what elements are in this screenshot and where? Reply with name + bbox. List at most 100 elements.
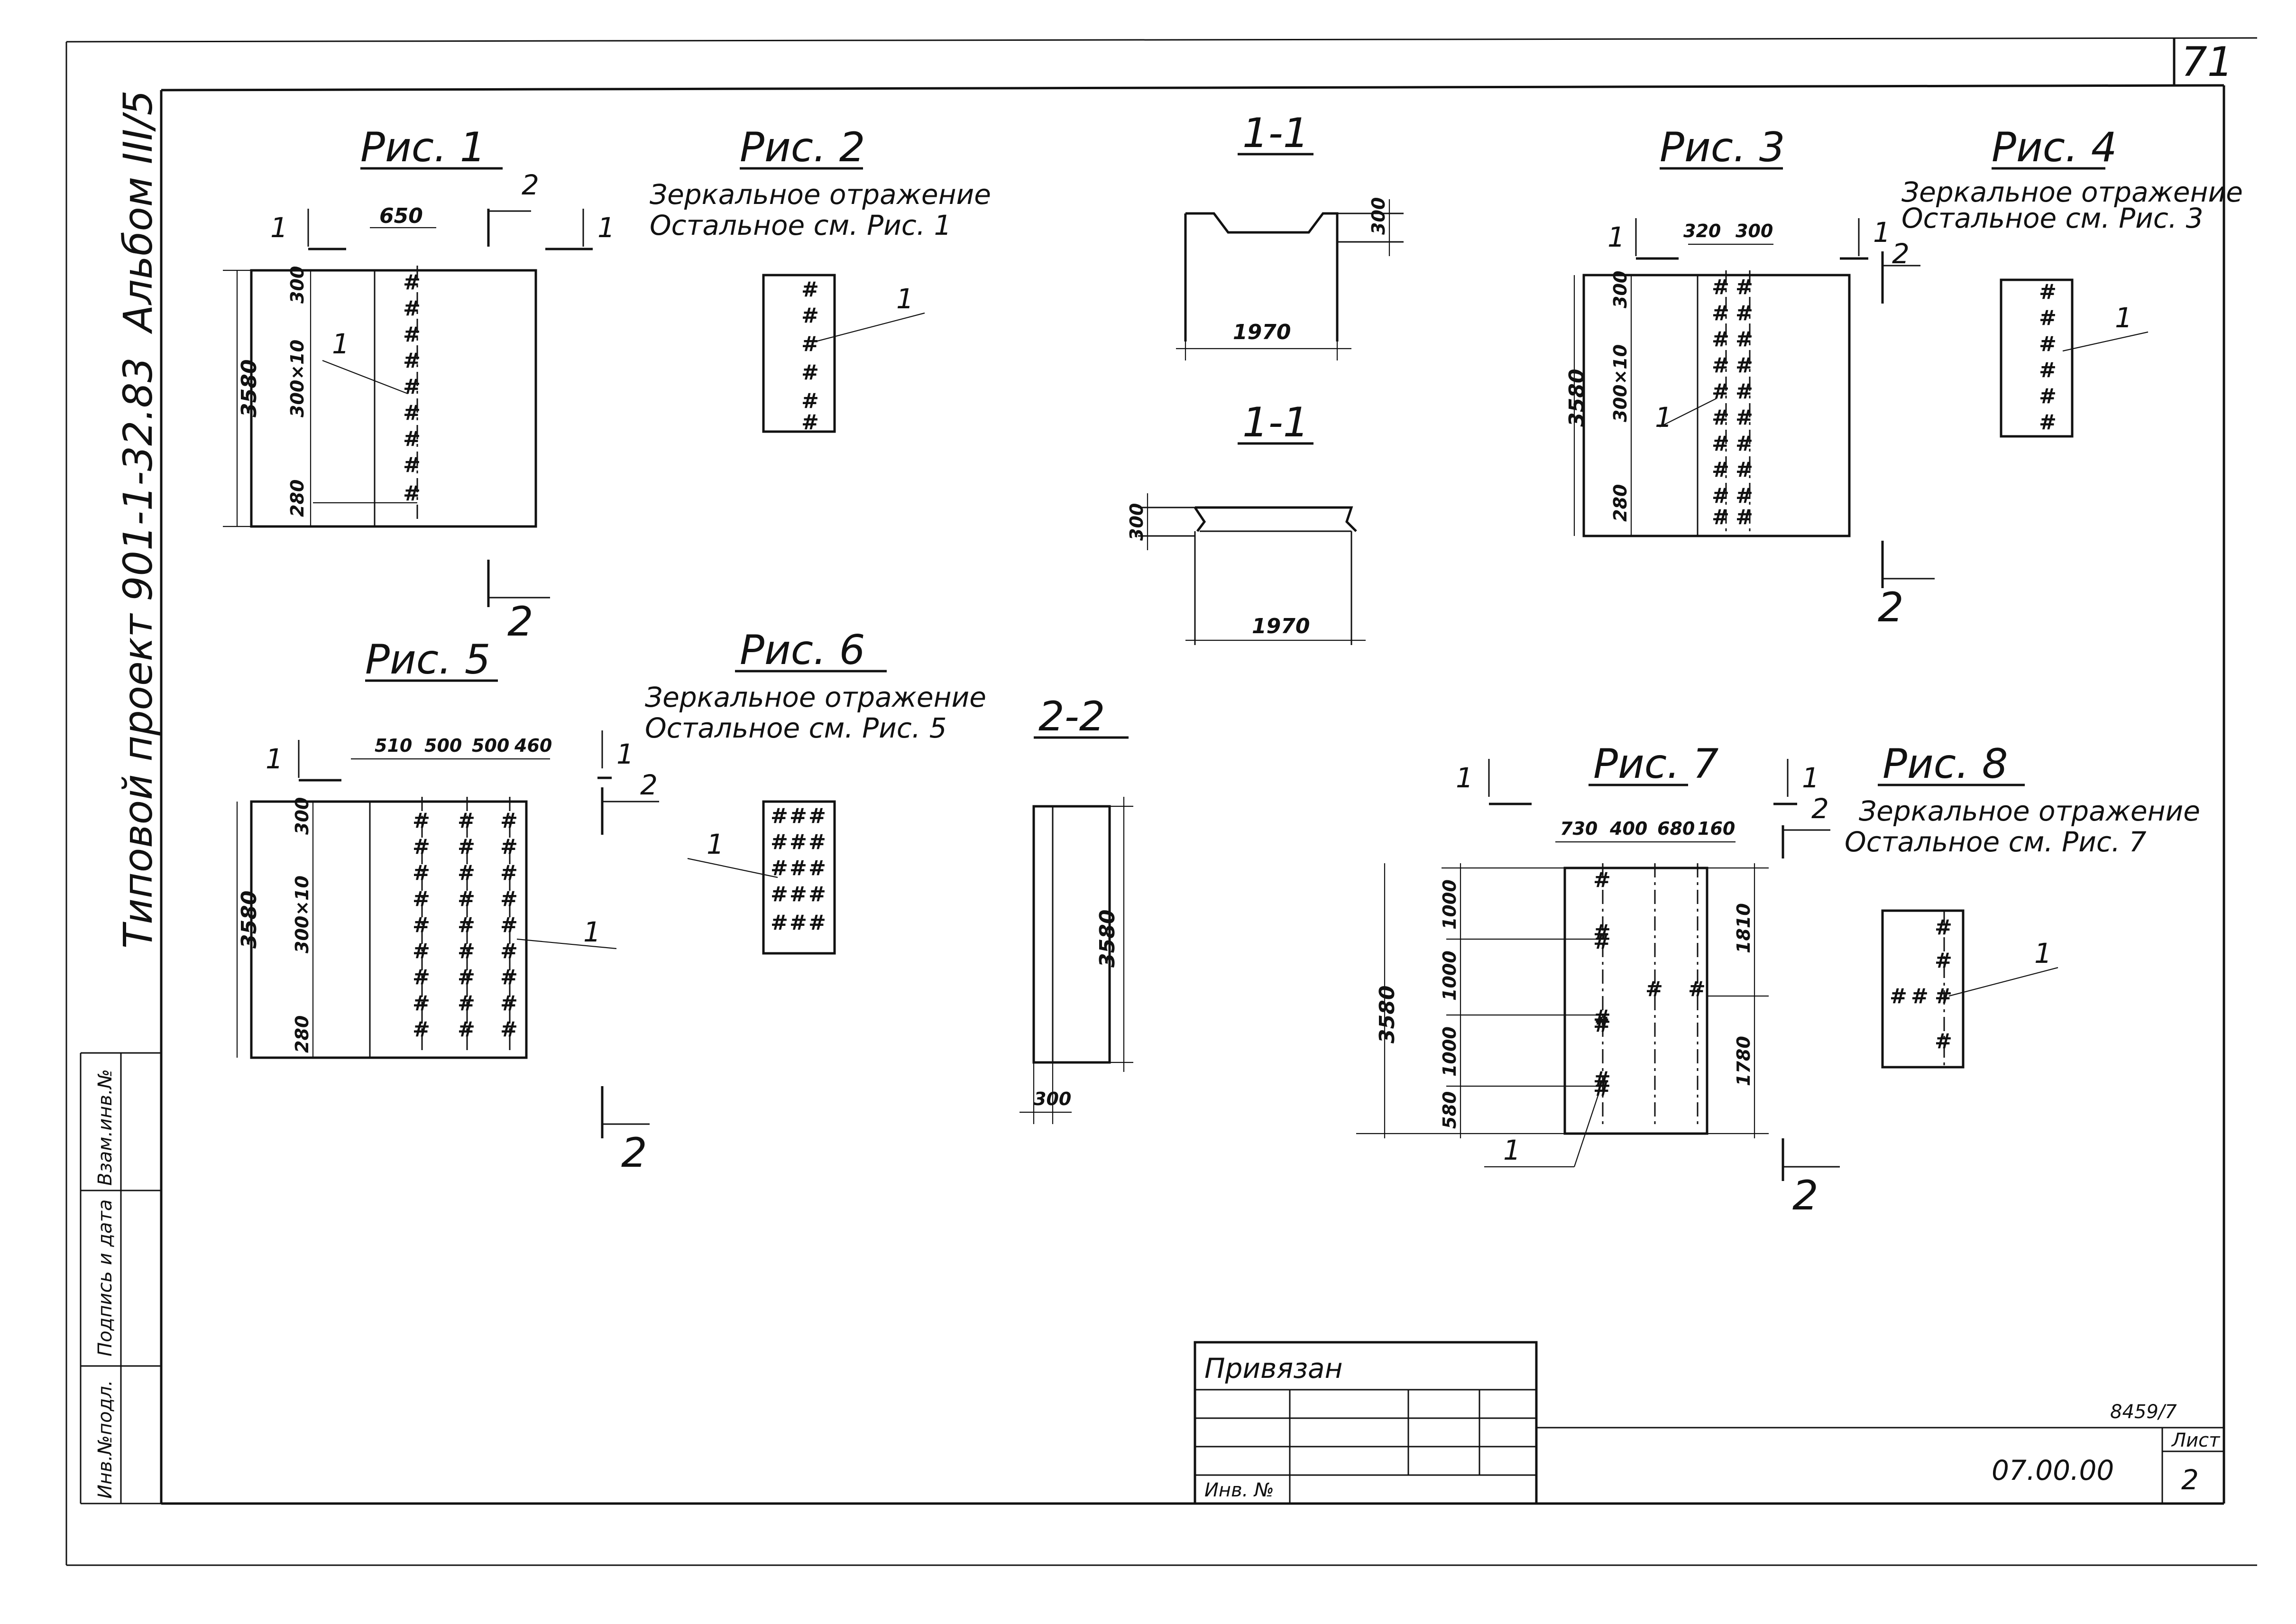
svg-text:#: # xyxy=(1712,505,1729,529)
fig5-dim-c: 280 xyxy=(292,1015,312,1053)
title-block: Привязан Инв. № 8459/7 07.00.00 Лист 2 xyxy=(1194,1341,2224,1505)
svg-text:#: # xyxy=(500,913,518,937)
svg-text:#: # xyxy=(1736,484,1753,508)
svg-text:#: # xyxy=(1935,915,1952,940)
fig3-dim-c: 280 xyxy=(1610,484,1631,522)
svg-text:#: # xyxy=(1736,458,1753,482)
svg-text:#: # xyxy=(790,830,807,854)
fig7-dim-l2: 1000 xyxy=(1439,950,1460,1001)
svg-text:1: 1 xyxy=(1607,221,1625,253)
svg-text:#: # xyxy=(458,809,475,833)
fig3-dim-top2: 300 xyxy=(1736,221,1773,241)
svg-text:#: # xyxy=(2039,410,2057,434)
svg-text:#: # xyxy=(458,861,475,885)
svg-text:2: 2 xyxy=(1892,238,1910,270)
svg-text:#: # xyxy=(500,835,518,859)
fig5-dim-top4: 460 xyxy=(514,735,552,756)
svg-text:#: # xyxy=(458,991,475,1015)
fig5-dim-height: 3580 xyxy=(237,891,261,949)
fig1-dim-b: 300×10 xyxy=(287,340,308,417)
svg-text:#: # xyxy=(458,913,475,937)
svg-text:1: 1 xyxy=(597,212,615,244)
fig6-title: Рис. 6 xyxy=(740,627,865,674)
svg-text:#: # xyxy=(808,830,826,854)
fig7-dim-top3: 680 xyxy=(1657,818,1695,839)
section-2-2: 2-2 3580 300 xyxy=(1019,693,1133,1124)
fig4-title: Рис. 4 xyxy=(1992,124,2117,171)
fig8-title: Рис. 8 xyxy=(1883,740,2008,788)
fig2-note2: Остальное см. Рис. 1 xyxy=(650,209,952,241)
svg-text:1: 1 xyxy=(266,743,283,775)
svg-text:#: # xyxy=(801,410,819,434)
svg-text:1: 1 xyxy=(1456,762,1473,794)
fig6-note1: Зеркальное отражение xyxy=(645,681,986,713)
svg-text:#: # xyxy=(771,804,788,828)
svg-text:#: # xyxy=(458,965,475,989)
stamp-code: 8459/7 xyxy=(2110,1401,2177,1423)
fig1-dim-top: 650 xyxy=(379,204,423,228)
figure-6: Рис. 6 Зеркальное отражение Остальное см… xyxy=(645,627,986,955)
svg-text:#: # xyxy=(403,453,421,477)
svg-text:#: # xyxy=(500,887,518,911)
svg-text:#: # xyxy=(808,882,826,906)
svg-text:#: # xyxy=(801,360,819,385)
svg-text:#: # xyxy=(1593,1006,1611,1030)
figure-3: Рис. 3 ## ## ## ## ## ## ## ## ## ## 358… xyxy=(1565,124,1935,631)
svg-text:1: 1 xyxy=(2034,937,2052,969)
svg-text:1: 1 xyxy=(707,828,724,860)
svg-text:#: # xyxy=(790,911,807,935)
figure-2: Рис. 2 Зеркальное отражение Остальное см… xyxy=(650,124,991,434)
fig5-hash-grid: ### ### ### ### ### ### ### ### ### xyxy=(413,809,518,1042)
stamp-doc-number: 07.00.00 xyxy=(1992,1454,2114,1486)
svg-text:#: # xyxy=(1712,484,1729,508)
svg-text:#: # xyxy=(413,835,430,859)
figure-1: Рис. 1 ## ## ## ## # 3580 300 300×10 280… xyxy=(223,124,615,646)
side-title: Типовой проект 901-1-32.83 Альбом ІІІ/5 xyxy=(115,90,161,949)
fig5-dim-b: 300×10 xyxy=(292,876,312,953)
s11b-height: 300 xyxy=(1126,503,1147,541)
svg-text:#: # xyxy=(2039,358,2057,382)
stamp-privyazan: Привязан xyxy=(1204,1352,1343,1384)
svg-text:#: # xyxy=(801,304,819,328)
svg-text:#: # xyxy=(1712,353,1729,378)
fig1-leader: 1 xyxy=(332,328,349,360)
svg-text:#: # xyxy=(1712,458,1729,482)
fig3-dim-top1: 320 xyxy=(1683,221,1721,241)
side-table: Инв.№подл. Подпись и дата Взам.инв.№ xyxy=(80,1052,161,1504)
svg-text:#: # xyxy=(500,939,518,963)
svg-text:2: 2 xyxy=(1792,1172,1818,1219)
fig3-dim-height: 3580 xyxy=(1565,369,1589,427)
fig7-dim-r2: 1780 xyxy=(1733,1036,1754,1086)
fig7-dim-top1: 730 xyxy=(1560,818,1598,839)
fig6-note2: Остальное см. Рис. 5 xyxy=(645,712,947,744)
svg-text:#: # xyxy=(403,323,421,347)
svg-text:#: # xyxy=(1593,920,1611,944)
figure-5: Рис. 5 ### ### ### ### ### ### ### ### #… xyxy=(236,636,659,1177)
svg-text:#: # xyxy=(500,861,518,885)
fig7-dim-r1: 1810 xyxy=(1733,903,1754,953)
svg-text:#: # xyxy=(1593,1077,1611,1101)
svg-text:#: # xyxy=(771,911,788,935)
svg-text:#: # xyxy=(403,375,421,399)
svg-text:#: # xyxy=(403,427,421,451)
svg-text:#: # xyxy=(413,861,430,885)
svg-text:#: # xyxy=(458,1017,475,1042)
svg-text:#: # xyxy=(1712,406,1729,430)
section-1-1a: 1-1 300 1970 xyxy=(1176,110,1404,360)
svg-text:2: 2 xyxy=(507,598,533,646)
svg-text:1: 1 xyxy=(270,212,288,244)
s22-title: 2-2 xyxy=(1038,693,1105,740)
s11a-title: 1-1 xyxy=(1242,110,1309,157)
fig7-dim-l4: 580 xyxy=(1439,1091,1460,1129)
stamp-sheet-number: 2 xyxy=(2181,1464,2199,1496)
svg-text:#: # xyxy=(1593,1013,1611,1037)
svg-text:#: # xyxy=(403,296,421,321)
fig1-dim-height: 3580 xyxy=(237,360,261,417)
svg-text:2: 2 xyxy=(621,1129,647,1177)
svg-text:#: # xyxy=(2039,280,2057,304)
fig7-dim-top4: 160 xyxy=(1698,818,1735,839)
s11b-width: 1970 xyxy=(1252,614,1310,638)
fig4-note1: Зеркальное отражение xyxy=(1901,176,2243,208)
svg-text:#: # xyxy=(413,913,430,937)
fig5-dim-top1: 510 xyxy=(375,735,412,756)
